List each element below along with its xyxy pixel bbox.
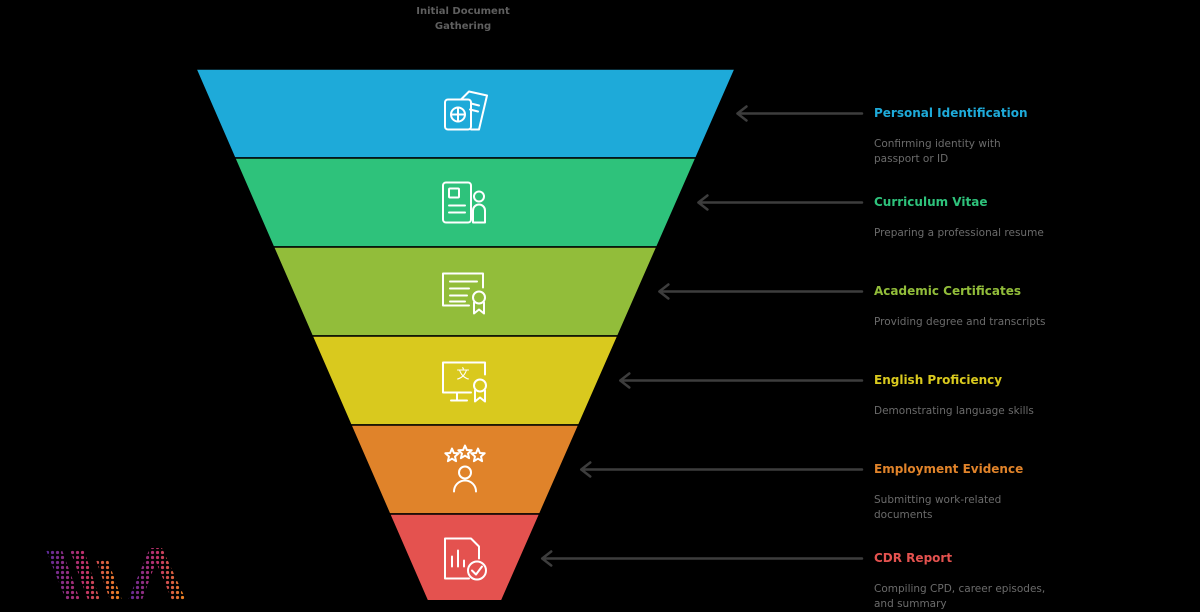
brand-logo (46, 548, 186, 600)
stage-description: Demonstrating language skills (874, 404, 1034, 417)
funnel-title: Initial Document Gathering (416, 6, 510, 32)
funnel-band (349, 424, 580, 515)
stage-description: Preparing a professional resume (874, 226, 1044, 239)
funnel-band (272, 246, 659, 337)
stage-title: Curriculum Vitae (874, 194, 988, 209)
stage-description: Confirming identity with passport or ID (874, 137, 1001, 165)
report-check-icon (444, 537, 487, 581)
stage-description: Compiling CPD, career episodes, and summ… (874, 582, 1046, 610)
pointer-arrow (736, 105, 864, 122)
pointer-arrow (697, 194, 864, 211)
logo-letter-w (46, 550, 122, 600)
stage-title: English Proficiency (874, 372, 1003, 387)
svg-text:文: 文 (456, 368, 469, 383)
passport-icon (444, 90, 488, 131)
pointer-arrow (580, 461, 864, 478)
resume-icon (442, 181, 486, 224)
pointer-arrow (658, 283, 864, 300)
stage-description: Providing degree and transcripts (874, 315, 1046, 328)
certificate-icon (442, 272, 486, 315)
stage-title: Employment Evidence (874, 461, 1024, 476)
employee-rating-icon (444, 444, 486, 493)
pointer-arrow (540, 550, 864, 567)
stage-description: Submitting work-related documents (874, 493, 1002, 521)
funnel-band (233, 157, 698, 248)
stage-title: Academic Certificates (874, 283, 1021, 298)
stage-title: Personal Identification (874, 105, 1028, 120)
funnel-band (388, 513, 541, 600)
language-certificate-icon: 文 (442, 361, 487, 403)
logo-letter-a (128, 548, 186, 600)
stage-title: CDR Report (874, 550, 953, 565)
pointer-arrow (619, 372, 864, 389)
